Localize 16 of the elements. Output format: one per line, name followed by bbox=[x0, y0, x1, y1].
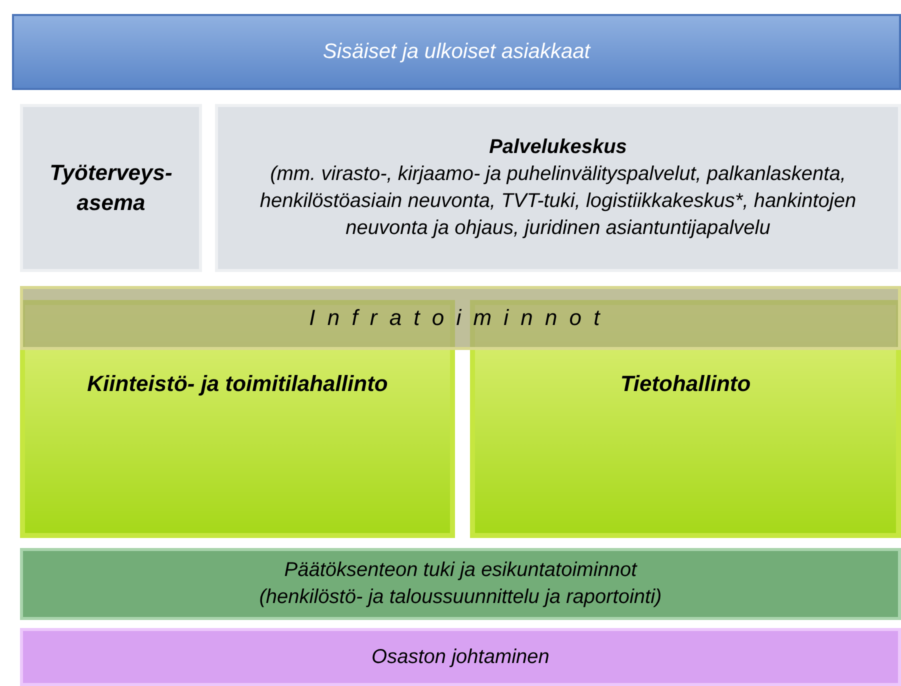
service-box bbox=[20, 104, 202, 272]
header-band bbox=[12, 14, 901, 90]
box-title: Tietohallinto bbox=[620, 370, 751, 398]
management-band bbox=[20, 628, 901, 686]
box-title: Työterveys- asema bbox=[48, 159, 174, 217]
overlay-band bbox=[20, 286, 901, 350]
box-title: Palvelukeskus bbox=[489, 135, 627, 160]
band-title: Osaston johtaminen bbox=[372, 644, 550, 670]
band-title: Infratoiminnot bbox=[309, 304, 612, 332]
band-title: Sisäiset ja ulkoiset asiakkaat bbox=[322, 38, 590, 65]
box-title: Kiinteistö- ja toimitilahallinto bbox=[87, 370, 388, 398]
support-band bbox=[20, 548, 901, 620]
box-description: (mm. virasto-, kirjaamo- ja puhelinvälityspalvelut, palkanlaskenta, henkilöstöasiain neuvonta, TVT-tuki, logistiikkakeskus*, hankintojen neuvonta ja ohjaus, juridinen asiantuntijapalvelu bbox=[258, 162, 858, 241]
service-box bbox=[215, 104, 901, 272]
band-title: Päätöksenteon tuki ja esikuntatoiminnot bbox=[284, 558, 637, 583]
band-description: (henkilöstö- ja taloussuunnittelu ja raportointi) bbox=[259, 585, 662, 610]
